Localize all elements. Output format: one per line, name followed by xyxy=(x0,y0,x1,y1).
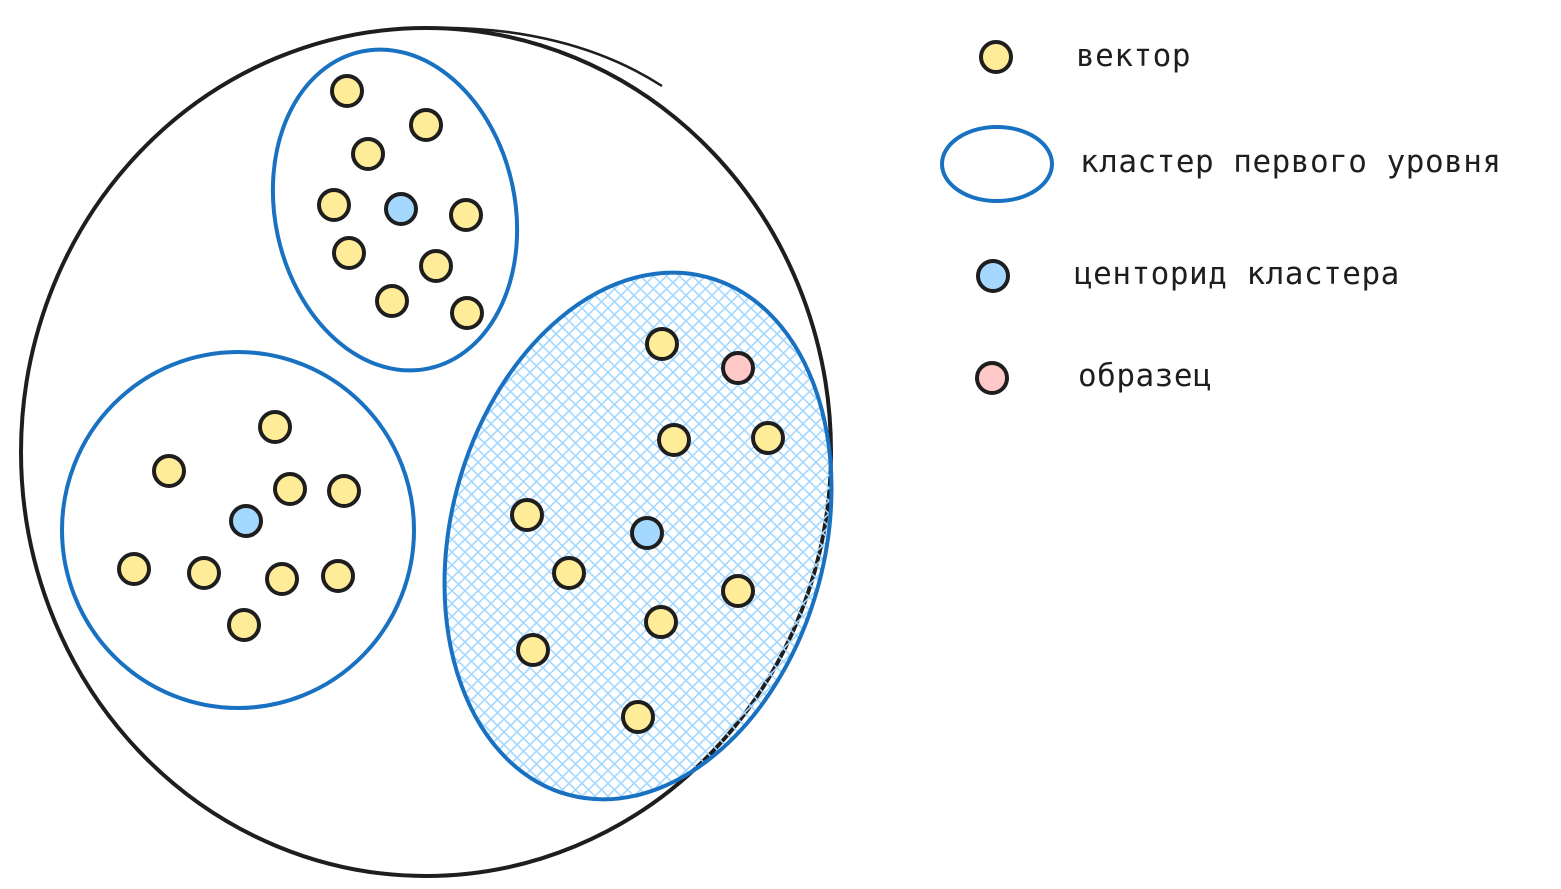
vector-point xyxy=(332,236,366,270)
vector-point xyxy=(117,552,151,586)
vector-point xyxy=(265,562,299,596)
centroid-point xyxy=(384,192,418,226)
legend-centroid-label: центорид кластера xyxy=(1074,256,1400,292)
vector-point xyxy=(449,198,483,232)
vector-point xyxy=(187,556,221,590)
vector-point xyxy=(516,633,550,667)
points-layer xyxy=(117,74,785,734)
vector-point xyxy=(227,608,261,642)
legend-sample-label: образец xyxy=(1078,358,1213,394)
vector-point xyxy=(273,472,307,506)
vector-point xyxy=(375,284,409,318)
centroid-point xyxy=(229,504,263,538)
vector-point xyxy=(152,454,186,488)
vector-point xyxy=(330,74,364,108)
vector-point xyxy=(409,108,443,142)
legend-vector-label: вектор xyxy=(1076,38,1191,74)
legend xyxy=(940,40,1054,395)
legend-vector-marker xyxy=(979,40,1013,74)
vector-point xyxy=(450,296,484,330)
vector-point xyxy=(510,498,544,532)
cluster-top xyxy=(270,47,520,373)
vector-point xyxy=(751,421,785,455)
vector-point xyxy=(351,137,385,171)
vector-point xyxy=(657,423,691,457)
centroid-point xyxy=(630,516,664,550)
vector-point xyxy=(644,605,678,639)
sample-point xyxy=(721,351,755,385)
vector-point xyxy=(258,410,292,444)
legend-cluster-label: кластер первого уровня xyxy=(1080,144,1502,180)
legend-sample-marker xyxy=(975,361,1009,395)
vector-point xyxy=(317,188,351,222)
vector-point xyxy=(321,559,355,593)
vector-point xyxy=(721,574,755,608)
vector-point xyxy=(645,327,679,361)
vector-point xyxy=(327,474,361,508)
legend-centroid-marker xyxy=(976,259,1010,293)
vector-point xyxy=(552,556,586,590)
vector-point xyxy=(419,249,453,283)
cluster-left xyxy=(60,350,416,710)
legend-cluster-marker xyxy=(940,125,1054,203)
vector-point xyxy=(621,700,655,734)
